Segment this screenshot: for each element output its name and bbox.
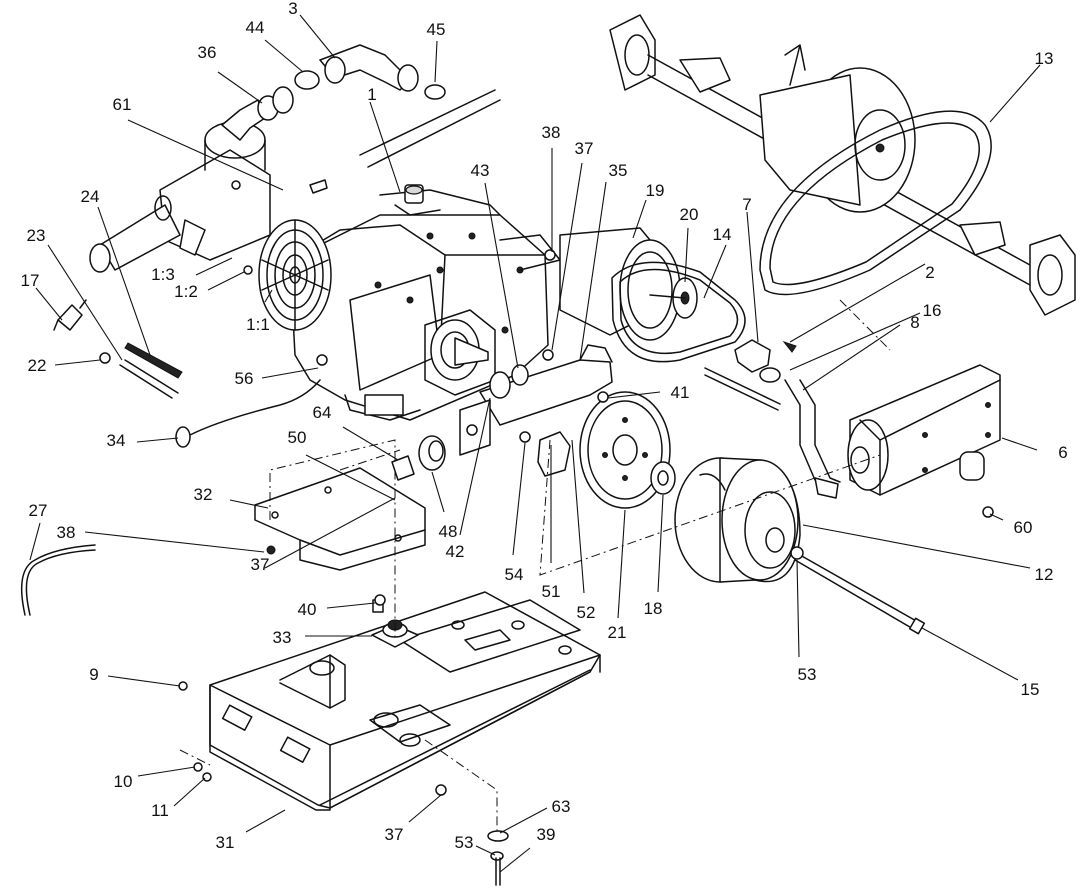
callout-63: 63 — [552, 797, 571, 816]
callout-12: 12 — [1035, 565, 1054, 584]
callout-56: 56 — [235, 369, 254, 388]
callout-44: 44 — [246, 18, 265, 37]
callout-60: 60 — [1014, 518, 1033, 537]
callout-37-b: 37 — [251, 555, 270, 574]
callout-31: 31 — [216, 833, 235, 852]
air-cleaner — [89, 121, 271, 273]
callout-54: 54 — [505, 565, 524, 584]
rod — [119, 359, 179, 399]
callout-52: 52 — [577, 603, 596, 622]
fuel-filter — [53, 299, 87, 331]
air-intake-hose — [221, 44, 446, 141]
callout-35: 35 — [609, 161, 628, 180]
hydrostat — [674, 457, 801, 583]
callout-1-3: 1:3 — [151, 265, 175, 284]
callout-14: 14 — [713, 225, 732, 244]
callout-38-a: 38 — [542, 123, 561, 142]
drive-belt — [759, 110, 992, 296]
callout-38-b: 38 — [57, 523, 76, 542]
callout-64: 64 — [313, 403, 332, 422]
callout-43: 43 — [471, 161, 490, 180]
callout-10: 10 — [114, 772, 133, 791]
callout-40: 40 — [298, 600, 317, 619]
callout-15: 15 — [1021, 680, 1040, 699]
leader-lines — [29, 14, 1041, 873]
spring — [124, 342, 183, 379]
engine — [289, 184, 561, 421]
callout-39: 39 — [537, 825, 556, 844]
pump-pulley — [559, 227, 698, 341]
callout-45: 45 — [427, 20, 446, 39]
callout-37-c: 37 — [385, 825, 404, 844]
callout-51: 51 — [542, 582, 561, 601]
callout-3: 3 — [288, 0, 297, 18]
callout-24: 24 — [81, 187, 100, 206]
callout-33: 33 — [273, 628, 292, 647]
callout-23: 23 — [27, 226, 46, 245]
rear-axle — [609, 14, 1076, 316]
callout-53-a: 53 — [798, 665, 817, 684]
callout-1-2: 1:2 — [174, 282, 198, 301]
callout-21: 21 — [608, 623, 627, 642]
spacer — [391, 435, 446, 481]
callout-19: 19 — [646, 181, 665, 200]
callout-17: 17 — [21, 271, 40, 290]
callout-34: 34 — [107, 431, 126, 450]
callout-1-1: 1:1 — [246, 315, 270, 334]
callout-7: 7 — [742, 195, 751, 214]
frame — [209, 591, 601, 811]
callout-27: 27 — [29, 501, 48, 520]
fan-guard — [258, 219, 332, 331]
callout-16: 16 — [923, 301, 942, 320]
callout-48: 48 — [439, 522, 458, 541]
callout-37-a: 37 — [575, 139, 594, 158]
callout-50: 50 — [288, 428, 307, 447]
ground-cable — [20, 544, 96, 616]
callout-41: 41 — [671, 383, 690, 402]
callout-13: 13 — [1035, 49, 1054, 68]
callout-42: 42 — [446, 542, 465, 561]
pump-belt — [611, 261, 746, 363]
callout-9: 9 — [89, 665, 98, 684]
callout-1: 1 — [367, 85, 376, 104]
engine-mount-plate — [254, 467, 426, 571]
callout-2: 2 — [925, 263, 934, 282]
callout-53-b: 53 — [455, 833, 474, 852]
callout-32: 32 — [194, 485, 213, 504]
callout-61: 61 — [113, 95, 132, 114]
callout-labels: 1 2 3 6 7 8 9 10 11 12 13 14 15 16 17 18… — [21, 0, 1068, 852]
throttle-cable — [175, 354, 328, 448]
callout-20: 20 — [680, 205, 699, 224]
engine-drive-pulley — [579, 391, 671, 509]
callout-8: 8 — [910, 313, 919, 332]
callout-6: 6 — [1058, 443, 1067, 462]
muffler — [847, 364, 1001, 496]
callout-11: 11 — [151, 801, 169, 820]
callout-22: 22 — [28, 356, 47, 375]
callout-36: 36 — [198, 43, 217, 62]
exhaust-pipe — [784, 379, 841, 491]
callout-18: 18 — [644, 599, 663, 618]
